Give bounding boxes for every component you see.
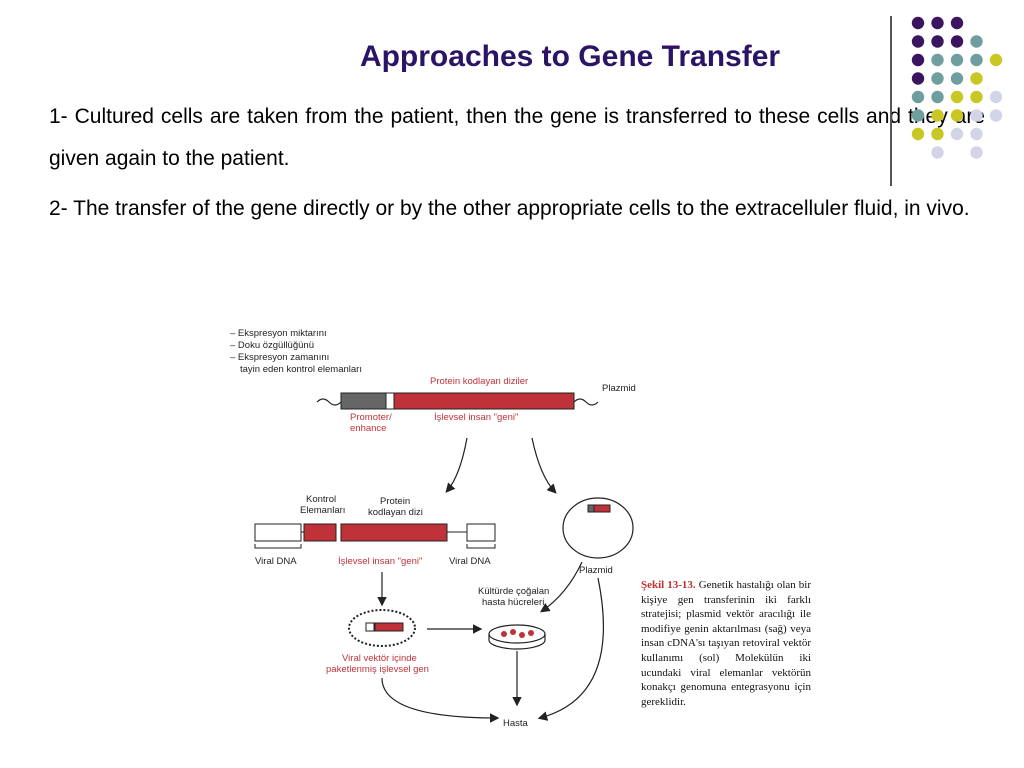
viral-vector-label-2: paketlenmiş işlevsel gen xyxy=(326,664,429,675)
viral-dna-label-right: Viral DNA xyxy=(449,556,491,567)
dish-wall xyxy=(488,634,546,650)
viral-bracket-left xyxy=(254,544,302,549)
coding-block xyxy=(393,392,575,410)
culture-dish xyxy=(488,624,546,644)
plasmid-wave-right xyxy=(573,398,599,406)
decorative-dot xyxy=(989,109,1003,122)
cell-2 xyxy=(510,629,516,635)
arrow-plasmid-to-patient xyxy=(537,577,605,721)
figure-caption: Şekil 13-13. Genetik hastalığı olan bir … xyxy=(641,578,811,709)
caption-label: Şekil 13-13. xyxy=(641,579,696,591)
plasmid-circle xyxy=(562,497,634,559)
cell-3 xyxy=(519,632,525,638)
decorative-dot xyxy=(931,72,944,85)
point-2: 2- The transfer of the gene directly or … xyxy=(49,197,970,220)
control-label-2: Elemanları xyxy=(300,505,345,516)
decorative-dot xyxy=(950,72,964,85)
decorative-dot xyxy=(970,72,983,85)
control-label-1: Kontrol xyxy=(306,494,336,505)
list-line-1: – Ekspresyon miktarını xyxy=(230,328,327,339)
control-block xyxy=(303,523,337,542)
arrow-to-viral xyxy=(445,437,468,493)
point-1: 1- Cultured cells are taken from the pat… xyxy=(49,105,985,170)
functional-gene-label-top: İşlevsel insan "geni" xyxy=(434,412,518,423)
decorative-dot xyxy=(931,16,944,30)
cell-1 xyxy=(501,631,507,637)
vector-insert-red xyxy=(374,622,404,632)
protein-label-2: kodlayan dizi xyxy=(368,507,423,518)
decorative-dot xyxy=(950,16,964,30)
protein-label-1: Protein xyxy=(380,496,410,507)
vector-insert-white xyxy=(365,622,375,632)
plasmid-wave-left xyxy=(316,398,342,406)
list-line-3: – Ekspresyon zamanını xyxy=(230,352,329,363)
decorative-divider xyxy=(890,16,892,186)
viral-end-left xyxy=(254,523,302,542)
decorative-dot xyxy=(989,90,1003,104)
protein-coding-label: Protein kodlayan diziler xyxy=(430,376,528,387)
arrow-viral-to-patient xyxy=(381,677,500,723)
viral-end-right xyxy=(466,523,496,542)
promoter-label-1: Promoter/ xyxy=(350,412,392,423)
plasmid-insert-grey xyxy=(587,504,595,513)
cell-4 xyxy=(528,630,534,636)
list-line-4: tayin eden kontrol elemanları xyxy=(240,364,362,375)
plasmid-right-label: Plazmid xyxy=(579,565,613,576)
promoter-label-2: enhance xyxy=(350,423,386,434)
caption-text: Genetik hastalığı olan bir kişiye gen tr… xyxy=(641,579,812,708)
viral-bracket-right xyxy=(466,544,496,549)
spacer-block xyxy=(385,392,395,410)
viral-dna-label-left: Viral DNA xyxy=(255,556,297,567)
viral-vector-label-1: Viral vektör içinde xyxy=(342,653,417,664)
plasmid-label: Plazmid xyxy=(602,383,636,394)
patient-label: Hasta xyxy=(503,718,529,729)
gene-transfer-figure: – Ekspresyon miktarını – Doku özgüllüğün… xyxy=(222,316,822,756)
decorative-dot xyxy=(911,72,925,85)
culture-label-2: hasta hücreleri xyxy=(482,597,544,608)
slide-title: Approaches to Gene Transfer xyxy=(359,40,781,73)
protein-block xyxy=(340,523,448,542)
functional-gene-label-mid: İşlevsel insan "geni" xyxy=(338,556,422,567)
culture-label-1: Kültürde çoğalan xyxy=(478,586,549,597)
list-line-2: – Doku özgüllüğünü xyxy=(230,340,314,351)
arrow-to-plasmid xyxy=(531,437,557,494)
arrow-plasmid-to-dish xyxy=(540,561,583,613)
decorative-dot xyxy=(911,16,925,30)
promoter-block xyxy=(340,392,387,410)
